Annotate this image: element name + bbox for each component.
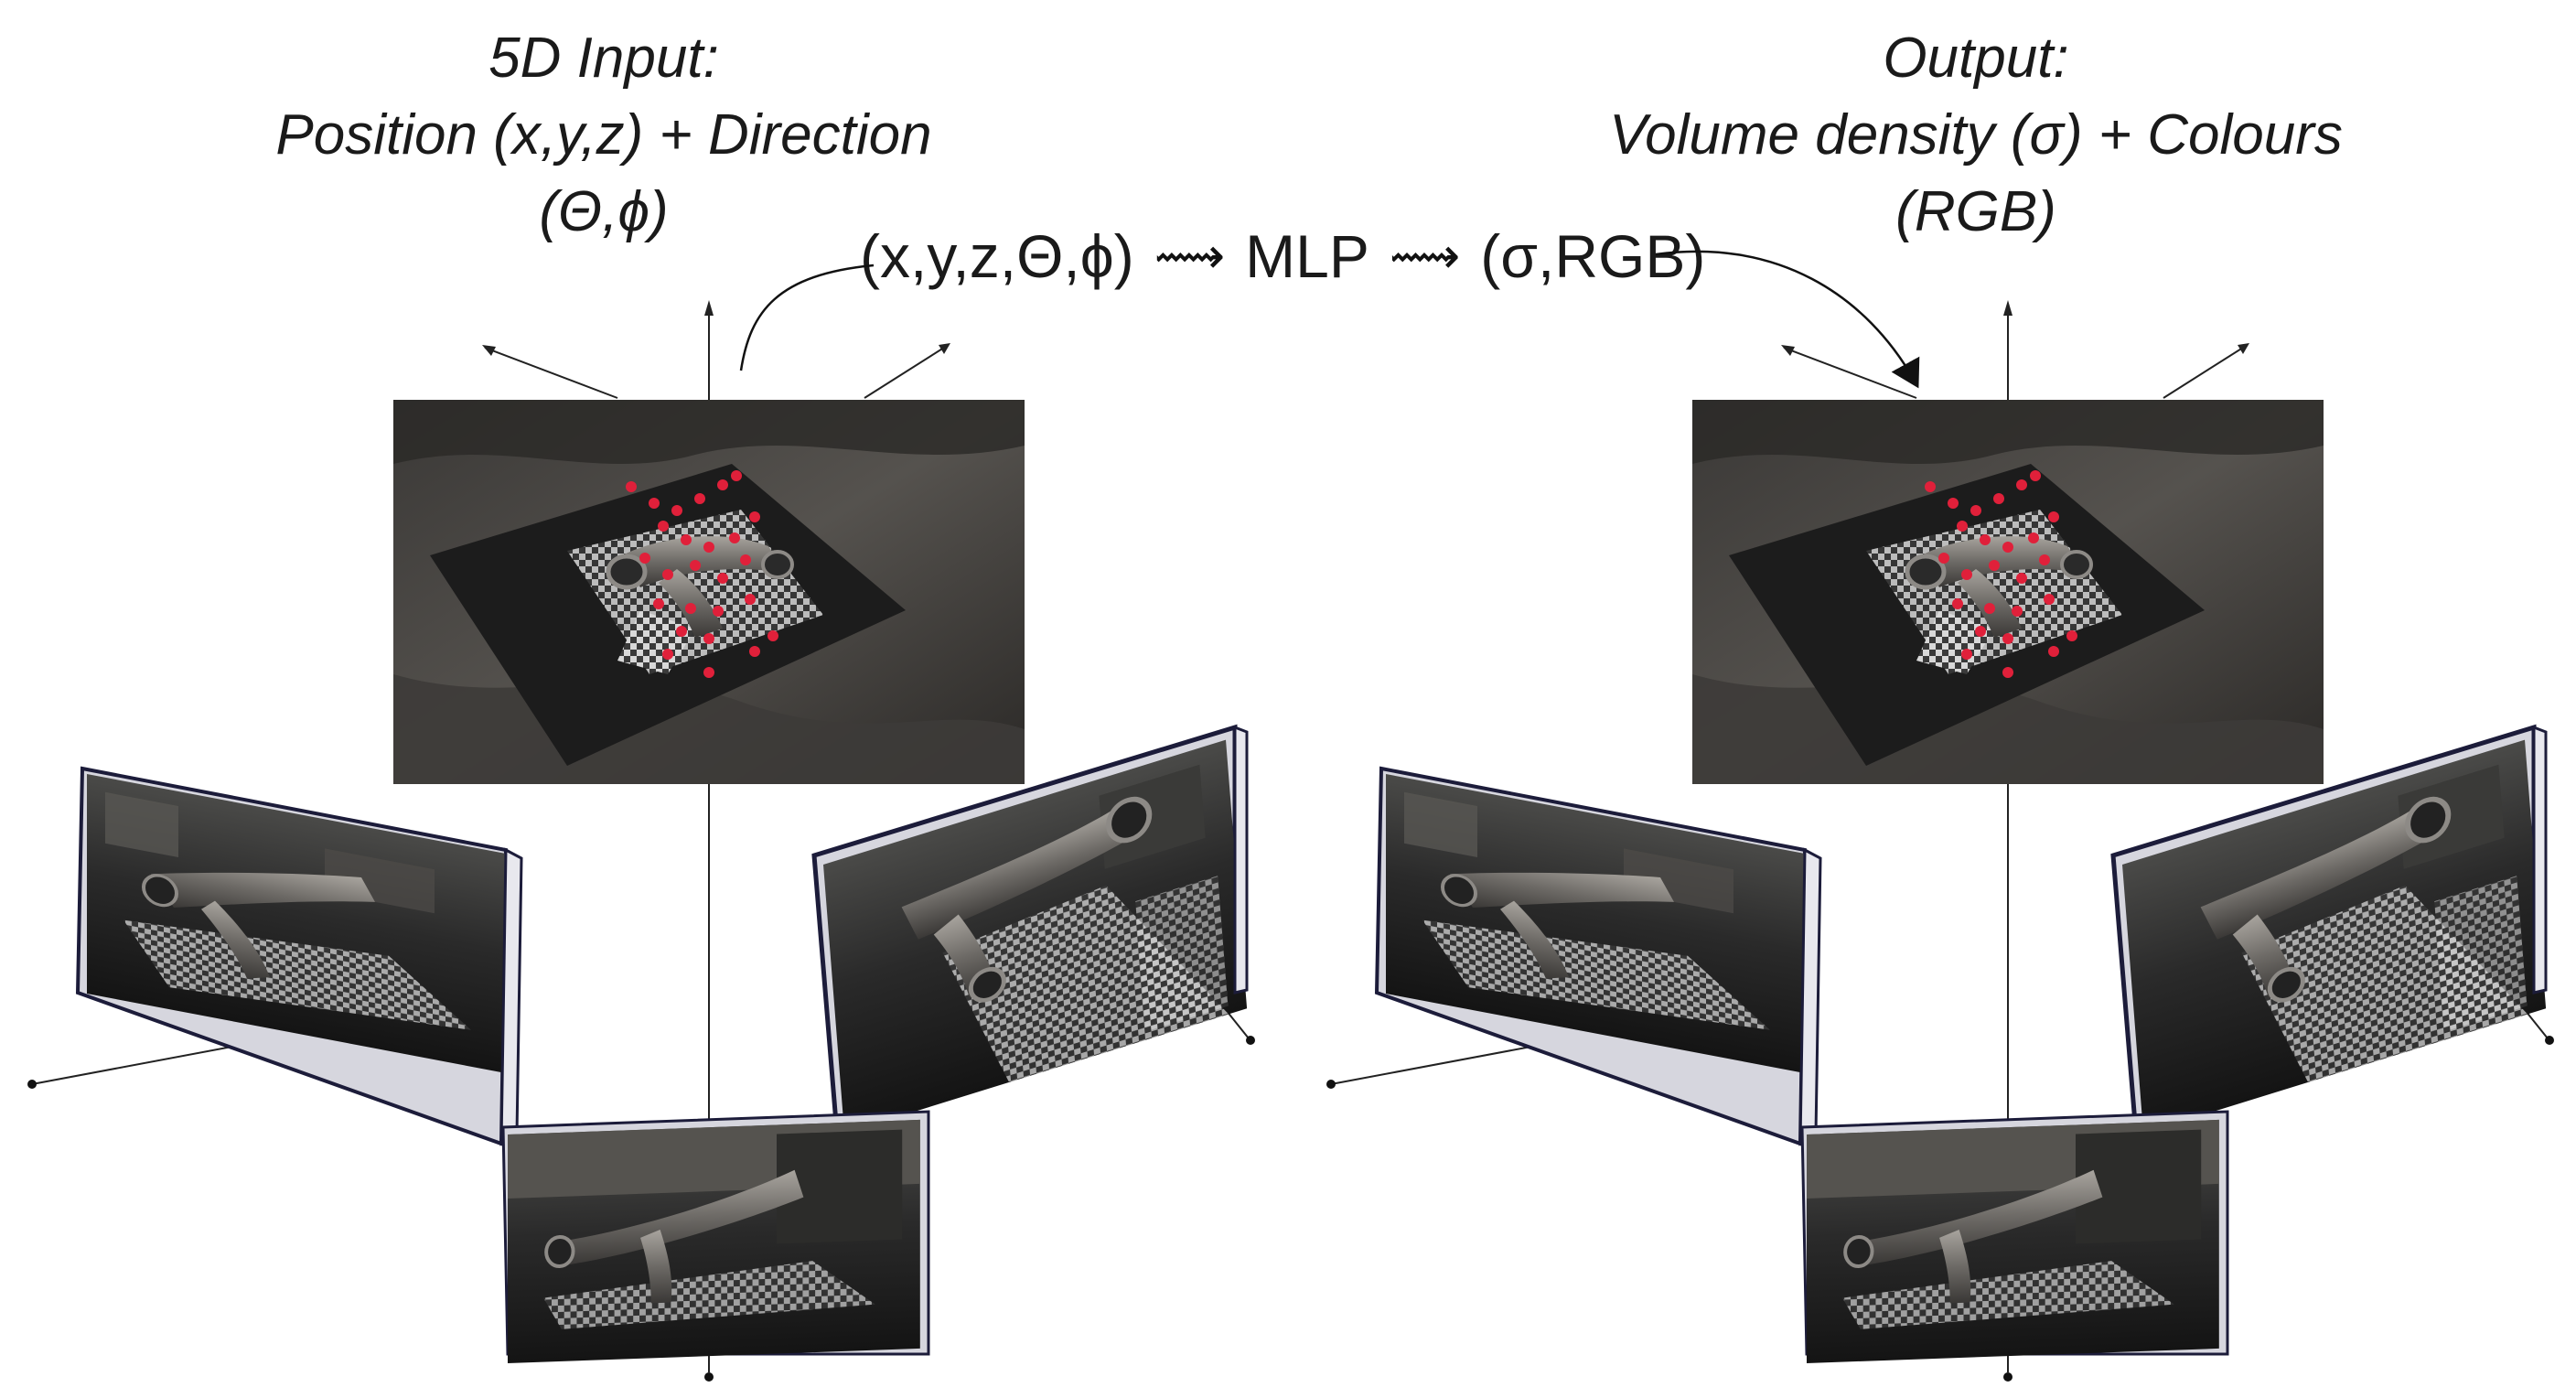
formula-input: (x,y,z,Θ,ϕ)	[860, 221, 1134, 290]
output-heading-line2: Volume density (σ) + Colours	[1609, 103, 2343, 167]
output-scene	[1326, 300, 2554, 1382]
input-heading-line3: (Θ,ϕ)	[539, 180, 669, 243]
output-heading: Output: Volume density (σ) + Colours (RG…	[1519, 20, 2433, 251]
formula-arrow-2: ⟿	[1389, 228, 1461, 284]
input-heading: 5D Input: Position (x,y,z) + Direction (…	[238, 20, 970, 251]
formula-output: (σ,RGB)	[1480, 221, 1706, 290]
output-heading-line1: Output:	[1883, 27, 2069, 90]
formula-model: MLP	[1245, 221, 1369, 290]
output-heading-line3: (RGB)	[1895, 180, 2056, 243]
output-connector-arrow	[1655, 250, 1920, 389]
input-connector-arrow	[739, 263, 875, 371]
output-camera-rig	[1326, 300, 2554, 1382]
input-heading-line2: Position (x,y,z) + Direction	[275, 103, 932, 167]
input-scene	[27, 300, 1255, 1382]
mlp-formula: (x,y,z,Θ,ϕ) ⟿ MLP ⟿ (σ,RGB)	[860, 214, 1705, 293]
input-camera-rig	[27, 300, 1255, 1382]
input-heading-line1: 5D Input:	[488, 27, 719, 90]
formula-arrow-1: ⟿	[1154, 228, 1226, 284]
